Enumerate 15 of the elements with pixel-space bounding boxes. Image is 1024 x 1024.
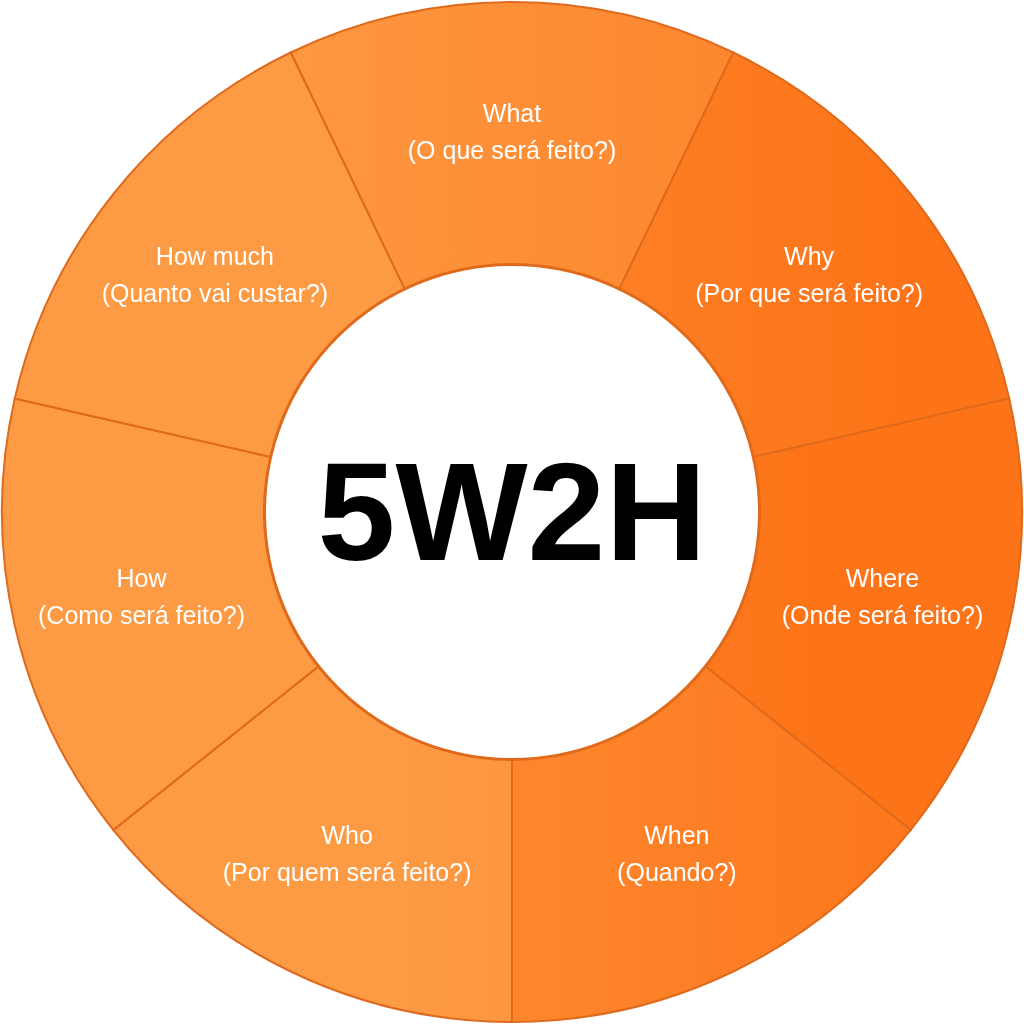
segment-heading: Where — [844, 562, 921, 594]
segment-question: (Onde será feito?) — [781, 599, 984, 631]
segment-question: (Quando?) — [617, 857, 737, 889]
segment-question: (Por quem será feito?) — [222, 857, 472, 889]
segment-question: (O que será feito?) — [407, 135, 617, 166]
diagram-title-text: 5W2H — [317, 442, 707, 582]
segment-question: (Como será feito?) — [38, 599, 246, 631]
segment-heading: Why — [783, 241, 836, 273]
segment-heading: How — [115, 562, 168, 594]
segment-heading: When — [643, 820, 711, 852]
segment-heading: Who — [320, 820, 374, 852]
segment-heading: What — [481, 98, 543, 129]
segment-question: (Por que será feito?) — [695, 278, 924, 310]
segment-question: (Quanto vai custar?) — [101, 278, 329, 310]
segment-heading: How much — [154, 241, 275, 273]
